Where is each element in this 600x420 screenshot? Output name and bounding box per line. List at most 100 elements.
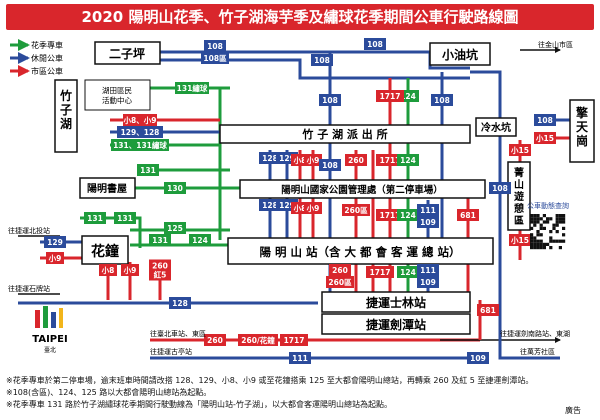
route-badge-bg (311, 54, 333, 66)
logo-sub: 臺北 (44, 346, 56, 354)
footnote-2: ※108(含區)、124、125 路以大都會陽明山總站為起點。 (6, 388, 212, 397)
stop-hudi (84, 79, 151, 111)
route-badge-bg (304, 202, 322, 214)
route-badge-bg (304, 154, 322, 166)
route-badge-bg (489, 182, 511, 194)
stop-yangming-bookstore (79, 177, 136, 199)
route-badge: 108 (537, 116, 553, 125)
stop-zhuzihu (54, 79, 78, 153)
route-badge-bg (238, 334, 278, 346)
stop-qingtiangang (569, 99, 595, 163)
route-badge-bg (417, 276, 439, 288)
route-badge-bg (137, 164, 159, 176)
stop-label: 小油坑 (442, 47, 478, 62)
stop-label: 湖田區民活動中心 (102, 86, 132, 105)
route-badge-bg (121, 264, 139, 276)
route-badge: 108 (314, 56, 330, 65)
taipei-logo: TAIPEI 臺北 (32, 306, 68, 354)
route-badge-bg (99, 264, 117, 276)
route-badge-bg (477, 304, 499, 316)
route-badge: 108區 (203, 54, 227, 63)
route-badge: 1717 (380, 156, 401, 165)
route-badge-bg (204, 334, 226, 346)
route-badge-bg (467, 352, 489, 364)
route-badge: 125 (167, 224, 183, 233)
footnote-1: ※花季專車於第二停車場，逾末班車時間請改搭 128、129、小8、小9 或至花鐘… (6, 376, 534, 385)
route-badge-bg (289, 352, 311, 364)
stop-lengshuikeng (475, 117, 517, 137)
route-badge-bg (259, 199, 281, 211)
stop-label: 竹 子 湖 派 出 所 (301, 127, 387, 141)
footnote-3: ※花季專車 131 路於竹子湖繡球花季期間行駛動線為「陽明山站-竹子湖」，以大都… (6, 400, 392, 409)
route-badge: 124 (400, 211, 416, 220)
route-badge: 1717 (370, 268, 391, 277)
route-badge-bg (149, 259, 171, 281)
route-badge: 小9 (49, 253, 62, 263)
stop-ymsnp-hq (239, 179, 486, 199)
route-badge: 681 (460, 211, 476, 220)
route-badge: 1717 (284, 336, 305, 345)
stop-label: 捷運劍潭站 (366, 317, 426, 332)
direction-labels: 往金山市區 往捷運北投站 往捷運石牌站 往臺北車站、東區 往捷運古亭站 往捷運劍… (8, 40, 573, 356)
route-badge: 小8 (294, 203, 307, 213)
route-badge-bg (259, 152, 281, 164)
direction-label: 往捷運古亭站 (150, 347, 192, 356)
direction-label: 往捷運北投站 (8, 226, 50, 235)
stop-label: 菁山遊憩區 (514, 166, 524, 227)
route-badge-bg (175, 82, 209, 94)
route-badge-bg (366, 266, 394, 278)
stop-shilin (321, 291, 471, 313)
stop-yangmingshan-station (227, 237, 494, 265)
route-badge-bg (44, 236, 66, 248)
stop-label: 花鐘 (91, 243, 119, 260)
route-badge: 129 (279, 154, 295, 163)
stop-label: 冷水坑 (481, 121, 511, 134)
route-badge: 108 (434, 96, 450, 105)
route-badge: 小8、小9 (124, 115, 157, 125)
route-badge-bg (534, 132, 556, 144)
route-badge: 260 (207, 336, 223, 345)
qr-label: 公車動態查詢 (527, 201, 569, 210)
route-badge-bg (280, 334, 308, 346)
route-badge: 109 (470, 354, 486, 363)
route-badge: 小8 (102, 265, 115, 275)
route-badge-bg (84, 212, 106, 224)
direction-label: 往金山市區 (538, 40, 573, 49)
direction-label: 往捷運石牌站 (8, 284, 50, 293)
route-badge-bg (509, 234, 531, 246)
route-badge: 109 (420, 278, 436, 287)
route-badge-bg (169, 297, 191, 309)
route-badge-bg (345, 154, 367, 166)
stop-jiantan (321, 313, 471, 335)
route-badge-bg (457, 209, 479, 221)
route-badge: 1717 (380, 211, 401, 220)
route-badge-bg (417, 264, 439, 276)
route-badge: 124 (400, 268, 416, 277)
route-badge: 131 (87, 214, 103, 223)
route-badge-bg (123, 114, 157, 126)
route-badge: 124 (192, 236, 208, 245)
route-badge: 260 (332, 266, 348, 275)
direction-label: 往臺北車站、東區 (150, 329, 206, 338)
route-badge: 小15 (511, 235, 529, 245)
stop-label: 竹子湖 (59, 88, 72, 131)
route-badge-bg (164, 222, 186, 234)
route-badge-bg (509, 144, 531, 156)
route-line-109 (498, 300, 560, 360)
route-badge-bg (46, 252, 64, 264)
route-badge: 128 (172, 299, 188, 308)
route-line-108-east (470, 70, 502, 300)
qr-code[interactable]: 公車動態查詢 (527, 201, 569, 250)
route-badge-bg (364, 38, 386, 50)
route-badge: 129 (47, 238, 63, 247)
legend-label: 休閒公車 (31, 53, 63, 63)
route-badge: 129 (279, 201, 295, 210)
route-badge: 108 (322, 96, 338, 105)
stop-xiaoyoukeng (429, 42, 491, 66)
route-badge: 108 (492, 184, 508, 193)
logo-text: TAIPEI (32, 334, 67, 345)
route-badge: 108 (322, 161, 338, 170)
stop-label: 陽 明 山 站（含 大 都 會 客 運 總 站） (259, 245, 460, 259)
